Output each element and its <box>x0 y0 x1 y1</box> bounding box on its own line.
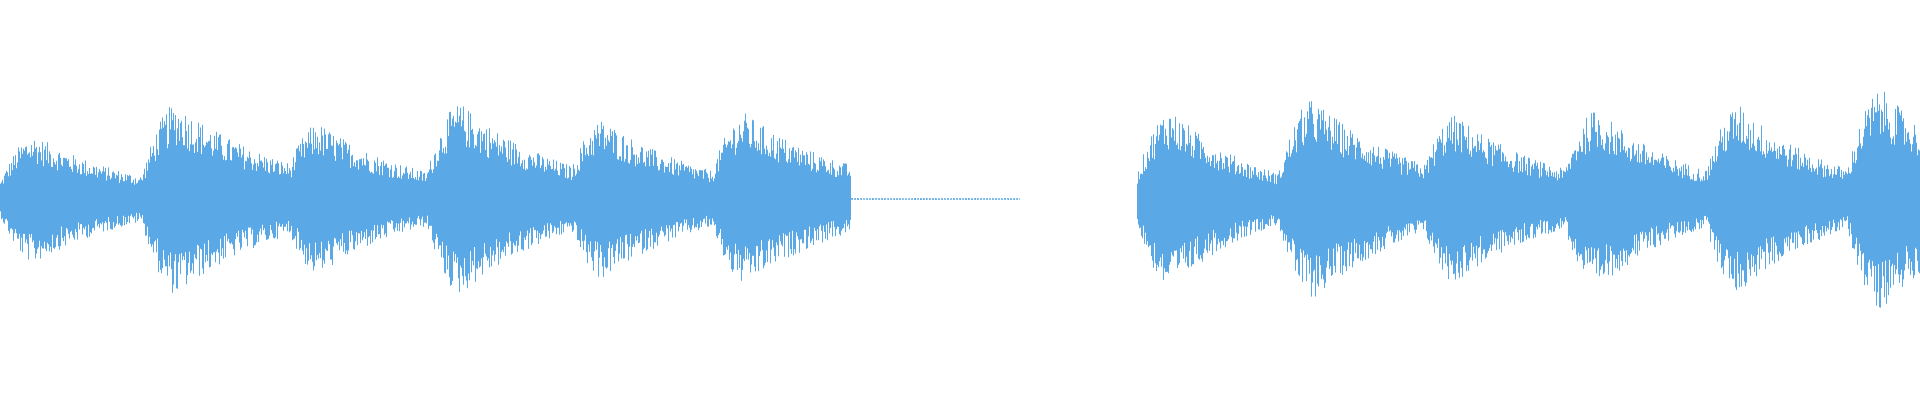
waveform-path <box>0 91 1920 308</box>
waveform-trace <box>0 91 1920 308</box>
